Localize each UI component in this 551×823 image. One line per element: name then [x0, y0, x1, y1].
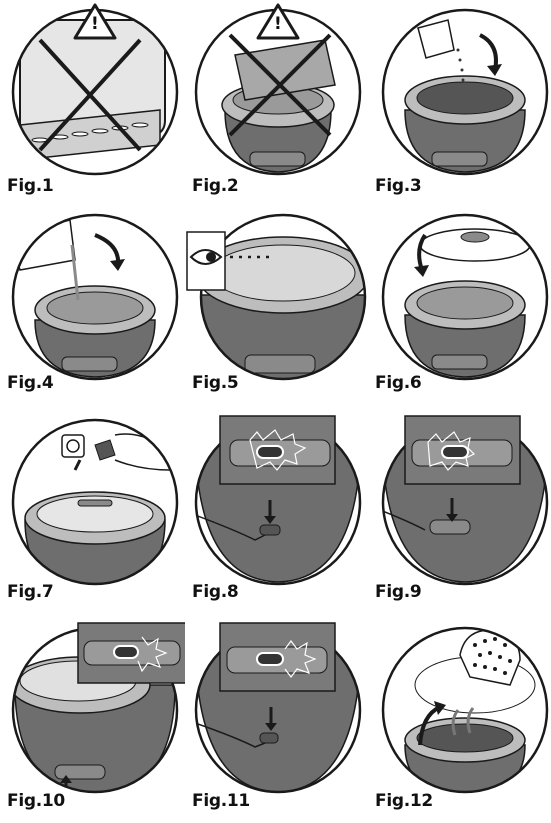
figure-label: Fig.7: [7, 582, 54, 602]
figure-10: Fig.10: [0, 615, 185, 823]
oven-mitt-icon: [459, 629, 521, 686]
figure-11: Fig.11: [185, 615, 370, 823]
figure-9: Fig.9: [370, 410, 551, 610]
figure-label: Fig.4: [7, 373, 54, 393]
figure-label: Fig.11: [192, 791, 250, 811]
figure-label: Fig.6: [375, 373, 422, 393]
figure-6: Fig.6: [370, 205, 551, 405]
warning-icon: [73, 3, 117, 40]
figure-label: Fig.12: [375, 791, 433, 811]
figure-8: Fig.8: [185, 410, 370, 610]
figure-2: ! Fig.2: [185, 0, 370, 200]
figure-3: Fig.3: [370, 0, 551, 200]
figure-label: Fig.9: [375, 582, 422, 602]
figure-label: Fig.5: [192, 373, 239, 393]
figure-1: ! Fig.1: [0, 0, 185, 200]
warning-symbol: !: [91, 14, 99, 34]
eye-icon: [189, 249, 223, 265]
figure-label: Fig.2: [192, 176, 239, 196]
figure-7: Fig.7: [0, 410, 185, 610]
figure-4: Fig.4: [0, 205, 185, 405]
figure-label: Fig.10: [7, 791, 65, 811]
figure-5: Fig.5: [185, 205, 370, 405]
figure-12: Fig.12: [370, 615, 551, 823]
figure-label: Fig.8: [192, 582, 239, 602]
warning-symbol: !: [274, 14, 282, 34]
figure-label: Fig.3: [375, 176, 422, 196]
figure-label: Fig.1: [7, 176, 54, 196]
warning-icon: [256, 3, 300, 40]
